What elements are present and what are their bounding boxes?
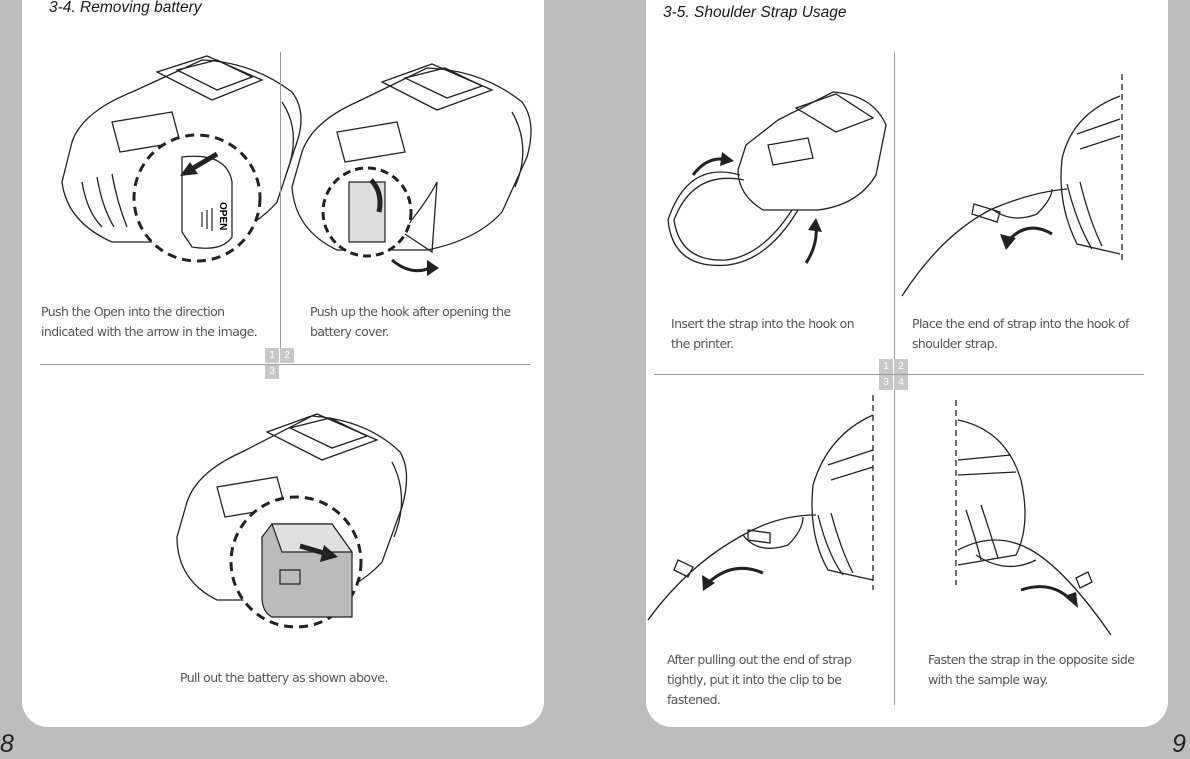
page-number-right: 9 — [1172, 730, 1186, 758]
caption-strap-step-2: Place the end of strap into the hook of … — [912, 316, 1129, 351]
illustration-pull-strap — [648, 395, 888, 625]
step-grid: 1 2 3 — [265, 348, 294, 379]
illustration-fasten-strap — [936, 400, 1156, 630]
illustration-place-strap-end — [902, 74, 1127, 296]
row-divider — [654, 374, 1144, 375]
caption-step-1: Push the Open into the direction indicat… — [41, 304, 258, 339]
right-page-panel: 3-5. Shoulder Strap Usage Insert the str… — [646, 0, 1168, 727]
column-divider-bottom — [894, 390, 895, 705]
row-divider — [40, 364, 530, 365]
caption-step-3: Pull out the battery as shown above. — [180, 670, 388, 685]
column-divider-top — [894, 52, 895, 374]
curve-arrow-icon — [1021, 587, 1071, 600]
grid-cell-2: 2 — [894, 359, 908, 374]
grid-cell-2: 2 — [280, 348, 294, 363]
caption-strap-step-1: Insert the strap into the hook on the pr… — [671, 316, 855, 351]
illustration-pull-battery — [172, 412, 407, 637]
hook-arrow-icon — [371, 180, 380, 212]
grid-cell-4: 4 — [894, 375, 908, 390]
illustration-push-up-hook — [287, 62, 532, 276]
illustration-push-open: OPEN — [52, 52, 302, 267]
step-grid: 1 2 3 4 — [879, 359, 908, 390]
caption-strap-step-3: After pulling out the end of strap tight… — [667, 652, 852, 707]
rotate-arrow-icon — [392, 260, 432, 271]
grid-cell-1: 1 — [265, 348, 279, 363]
curve-arrow-icon — [708, 568, 763, 583]
section-title-shoulder-strap: 3-5. Shoulder Strap Usage — [663, 4, 847, 21]
illustration-insert-strap — [658, 80, 893, 280]
left-page-panel: 3-4. Removing battery OPEN — [22, 0, 544, 727]
open-label: OPEN — [217, 202, 228, 230]
section-title-removing-battery: 3-4. Removing battery — [49, 0, 202, 16]
grid-cell-3: 3 — [265, 364, 279, 379]
grid-cell-1: 1 — [879, 359, 893, 374]
page-number-left: 8 — [0, 730, 14, 758]
caption-strap-step-4: Fasten the strap in the opposite side wi… — [928, 652, 1135, 687]
grid-cell-3: 3 — [879, 375, 893, 390]
column-divider — [280, 52, 281, 362]
caption-step-2: Push up the hook after opening the batte… — [310, 304, 511, 339]
